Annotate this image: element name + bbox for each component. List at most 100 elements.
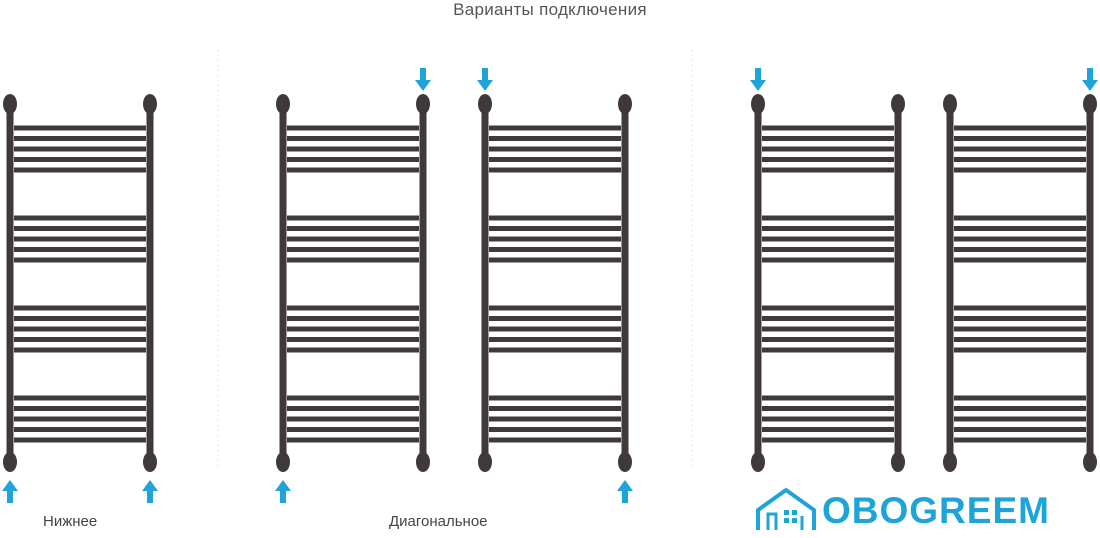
radiator-bar — [14, 167, 146, 173]
radiator-bar — [489, 337, 621, 342]
radiator-bar — [287, 125, 419, 131]
inlet-arrow-icon — [415, 68, 431, 91]
radiator-bar — [954, 395, 1086, 401]
radiator-bar — [954, 215, 1086, 221]
radiator-bar — [287, 215, 419, 221]
radiator-bar — [954, 167, 1086, 173]
radiator-bottom-cap — [618, 452, 632, 472]
radiator-bar — [489, 347, 621, 353]
radiator-top-cap — [1083, 94, 1097, 114]
radiator-right-post — [894, 104, 902, 462]
radiator-bar — [489, 247, 621, 252]
radiator-bar — [14, 326, 146, 332]
radiator-bar — [14, 125, 146, 131]
radiator-left-post — [481, 104, 489, 462]
radiator-bar — [489, 226, 621, 231]
radiator-bar — [762, 395, 894, 401]
radiator-bar — [762, 437, 894, 443]
radiator-bar — [14, 226, 146, 231]
radiator-bottom-cap — [891, 452, 905, 472]
radiator-bottom-cap — [751, 452, 765, 472]
radiator-bar — [489, 326, 621, 332]
radiator-bottom-cap — [143, 452, 157, 472]
radiator-bar — [287, 305, 419, 311]
radiator-bar — [762, 215, 894, 221]
inlet-arrow-icon — [275, 480, 291, 503]
radiator-bar — [14, 316, 146, 321]
radiator-left-post — [279, 104, 287, 462]
radiator-bar — [954, 337, 1086, 342]
radiator-bar — [489, 416, 621, 422]
inlet-arrow-icon — [142, 480, 158, 503]
radiator-bar — [489, 136, 621, 141]
radiator-bar — [489, 146, 621, 152]
radiator-top-cap — [416, 94, 430, 114]
radiator-bar — [14, 416, 146, 422]
radiator-bar — [14, 406, 146, 411]
radiator-bar — [954, 326, 1086, 332]
radiator-bar — [489, 316, 621, 321]
radiator-top-cap — [478, 94, 492, 114]
radiator-1 — [2, 94, 158, 503]
label-diagonal-connection: Диагональное — [389, 513, 488, 530]
radiator-bar — [14, 437, 146, 443]
radiator-bar — [954, 226, 1086, 231]
radiator-bar — [287, 437, 419, 443]
radiator-left-post — [754, 104, 762, 462]
radiator-bottom-cap — [276, 452, 290, 472]
radiator-left-post — [946, 104, 954, 462]
radiator-top-cap — [618, 94, 632, 114]
radiator-bar — [14, 347, 146, 353]
radiator-bar — [14, 236, 146, 242]
radiator-bar — [762, 347, 894, 353]
radiator-bar — [489, 437, 621, 443]
radiator-bar — [287, 247, 419, 252]
radiator-3 — [477, 68, 633, 503]
radiator-bar — [287, 316, 419, 321]
inlet-arrow-icon — [1082, 68, 1098, 91]
radiator-bar — [287, 406, 419, 411]
radiator-bar — [489, 236, 621, 242]
radiator-bar — [762, 226, 894, 231]
radiator-right-post — [419, 104, 427, 462]
radiator-bar — [287, 427, 419, 432]
radiator-bar — [954, 406, 1086, 411]
radiator-bar — [14, 136, 146, 141]
radiator-bar — [954, 437, 1086, 443]
radiator-bar — [287, 226, 419, 231]
radiator-bar — [489, 406, 621, 411]
radiator-right-post — [146, 104, 154, 462]
radiator-top-cap — [276, 94, 290, 114]
radiator-bar — [762, 326, 894, 332]
brand-name: OBOGREEM — [822, 490, 1050, 531]
radiator-top-cap — [891, 94, 905, 114]
inlet-arrow-icon — [477, 68, 493, 91]
radiator-right-post — [621, 104, 629, 462]
radiator-4 — [750, 68, 905, 472]
radiator-left-post — [6, 104, 14, 462]
inlet-arrow-icon — [617, 480, 633, 503]
radiator-bar — [287, 395, 419, 401]
radiator-bar — [489, 427, 621, 432]
radiator-bar — [14, 247, 146, 252]
radiator-bottom-cap — [3, 452, 17, 472]
radiator-bar — [762, 406, 894, 411]
house-icon — [756, 488, 816, 530]
radiator-bar — [14, 257, 146, 263]
radiator-bar — [954, 347, 1086, 353]
radiator-bar — [287, 157, 419, 162]
radiator-bar — [489, 167, 621, 173]
radiator-bar — [954, 125, 1086, 131]
radiator-bar — [489, 157, 621, 162]
inlet-arrow-icon — [750, 68, 766, 91]
radiator-top-cap — [751, 94, 765, 114]
radiator-bar — [287, 326, 419, 332]
radiator-bar — [14, 157, 146, 162]
radiator-bar — [762, 247, 894, 252]
radiator-bottom-cap — [1083, 452, 1097, 472]
radiator-bottom-cap — [478, 452, 492, 472]
radiator-bar — [762, 146, 894, 152]
radiator-bar — [14, 215, 146, 221]
radiator-bar — [14, 146, 146, 152]
radiator-bar — [762, 167, 894, 173]
